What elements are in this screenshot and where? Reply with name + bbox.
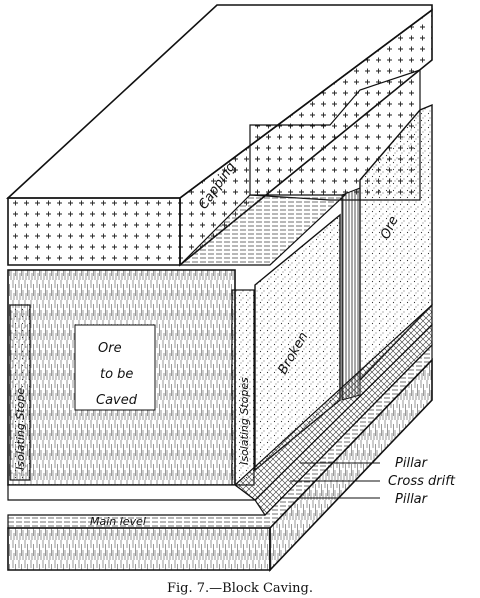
- main-level-label: Main level: [90, 515, 146, 528]
- ore-front-line2: to be: [100, 367, 133, 382]
- isolating-stope-left: [9, 304, 31, 481]
- pillar-layers: [7, 303, 433, 516]
- cross-drift-layer: [7, 484, 257, 501]
- raise: [341, 187, 361, 401]
- capping-front-face: [7, 197, 181, 266]
- main-level-front: [7, 527, 271, 571]
- ore-front-line1: Ore: [98, 341, 122, 356]
- ore-right-block: [359, 103, 433, 382]
- ore-front-line3: Caved: [96, 393, 138, 408]
- ore-to-be-caved-box: [74, 324, 156, 411]
- main-level-side: [269, 358, 433, 572]
- pillar-bottom-label: Pillar: [395, 492, 429, 507]
- cross-drift-label: Cross drift: [388, 474, 456, 489]
- pillar-top-label: Pillar: [395, 456, 429, 471]
- isolating-stope-left-label: Isolating Stope: [14, 388, 27, 470]
- figure-caption: Fig. 7.—Block Caving.: [167, 581, 313, 596]
- ore-body: [7, 269, 255, 486]
- isolating-stope-right-label: Isolating Stopes: [238, 377, 251, 465]
- main-level-slab: [7, 343, 433, 572]
